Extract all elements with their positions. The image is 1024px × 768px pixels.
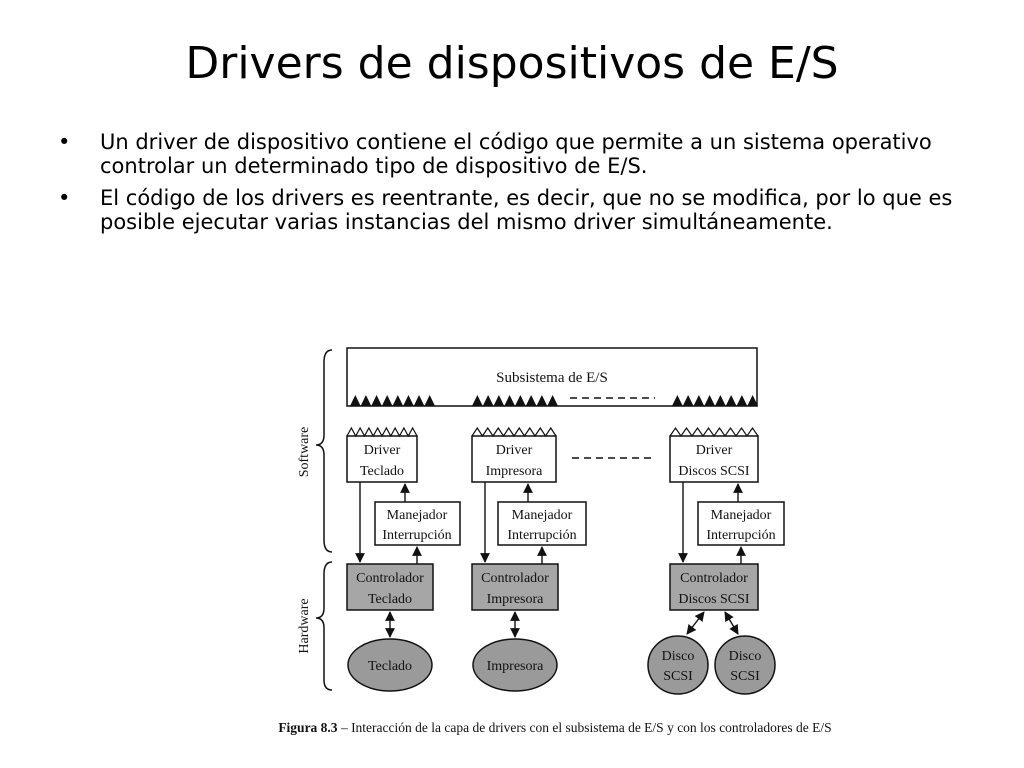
subsystem-tooth (504, 395, 515, 406)
driver-tooth-row (669, 426, 759, 438)
subsystem-tooth (672, 395, 683, 406)
subsystem-tooth (715, 395, 726, 406)
driver-layer-figure: Software Hardware Subsistema de E/S Driv… (210, 340, 900, 745)
bullet-text: Un driver de dispositivo contiene el cód… (100, 130, 932, 178)
controller-keyboard-line2: Teclado (368, 592, 412, 607)
hardware-brace (315, 561, 333, 691)
figure-caption-text: – Interacción de la capa de drivers con … (338, 720, 832, 735)
device-keyboard: Teclado (347, 638, 433, 692)
slide-title: Drivers de dispositivos de E/S (185, 38, 839, 89)
subsystem-tooth (682, 395, 694, 406)
subsystem-tooth (472, 395, 483, 406)
driver-keyboard-box: Driver Teclado (346, 435, 418, 483)
subsystem-tooth (381, 395, 393, 406)
subsystem-tooth (371, 395, 382, 406)
controller-scsi-line1: Controlador (680, 571, 748, 586)
controller-keyboard-line1: Controlador (356, 571, 424, 586)
subsystem-tooth (392, 395, 404, 406)
handler-scsi-line1: Manejador (711, 508, 772, 523)
subsystem-tooth (482, 395, 494, 406)
bullet-list: • Un driver de dispositivo contiene el c… (58, 130, 958, 242)
controller-keyboard-box: Controlador Teclado (346, 563, 434, 611)
driver-scsi-line1: Driver (696, 443, 733, 458)
software-label: Software (297, 427, 312, 478)
handler-printer-line2: Interrupción (507, 528, 576, 543)
driver-keyboard-line2: Teclado (360, 464, 404, 479)
device-scsi-disk-2: Disco SCSI (714, 635, 776, 695)
device-keyboard-label: Teclado (368, 659, 412, 674)
handler-scsi-box: Manejador Interrupción (697, 501, 785, 546)
driver-connector-teeth (346, 426, 759, 438)
device-disk1-line2: SCSI (663, 669, 693, 684)
controller-scsi-box: Controlador Discos SCSI (669, 563, 759, 611)
subsystem-connector-teeth (350, 395, 758, 406)
arrow-controller-device-disk2 (724, 611, 739, 635)
controller-printer-line2: Impresora (487, 592, 545, 607)
software-brace (315, 349, 333, 553)
subsystem-tooth (704, 395, 715, 406)
bullet-text: El código de los drivers es reentrante, … (100, 186, 953, 234)
controller-scsi-line2: Discos SCSI (678, 592, 750, 607)
subsystem-tooth (536, 395, 548, 406)
subsystem-tooth (725, 395, 737, 406)
handler-keyboard-box: Manejador Interrupción (374, 501, 461, 546)
device-printer: Impresora (472, 638, 558, 692)
controller-printer-line1: Controlador (481, 571, 549, 586)
subsystem-tooth (747, 395, 758, 406)
bullet-marker: • (58, 130, 71, 154)
driver-tooth-row (471, 426, 557, 438)
device-disk2-line1: Disco (729, 649, 762, 664)
subsystem-tooth (424, 395, 435, 406)
controller-printer-box: Controlador Impresora (471, 563, 559, 611)
bullet-item: • Un driver de dispositivo contiene el c… (58, 130, 958, 178)
subsystem-tooth (493, 395, 505, 406)
driver-tooth-row (346, 426, 418, 438)
subsystem-tooth (403, 395, 414, 406)
subsystem-tooth (413, 395, 425, 406)
handler-printer-line1: Manejador (512, 508, 573, 523)
handler-scsi-line2: Interrupción (706, 528, 775, 543)
driver-printer-line1: Driver (496, 443, 533, 458)
arrow-controller-device-disk1 (686, 611, 705, 635)
driver-scsi-box: Driver Discos SCSI (669, 435, 759, 483)
subsystem-tooth (515, 395, 526, 406)
io-subsystem-label: Subsistema de E/S (496, 370, 608, 386)
figure-caption-label: Figura 8.3 (278, 720, 337, 735)
subsystem-tooth (360, 395, 372, 406)
handler-printer-box: Manejador Interrupción (497, 501, 587, 546)
subsystem-tooth (693, 395, 705, 406)
bullet-item: • El código de los drivers es reentrante… (58, 186, 958, 234)
device-disk2-line2: SCSI (730, 669, 760, 684)
subsystem-tooth (547, 395, 558, 406)
subsystem-tooth (525, 395, 537, 406)
handler-keyboard-line1: Manejador (387, 508, 448, 523)
hardware-label: Hardware (297, 598, 312, 653)
device-printer-label: Impresora (487, 659, 545, 674)
figure-caption: Figura 8.3 – Interacción de la capa de d… (278, 720, 831, 735)
bullet-marker: • (58, 186, 71, 210)
subsystem-tooth (350, 395, 361, 406)
figure-svg: Software Hardware Subsistema de E/S Driv… (278, 347, 832, 735)
driver-printer-line2: Impresora (486, 464, 544, 479)
driver-printer-box: Driver Impresora (471, 435, 557, 483)
driver-keyboard-line1: Driver (364, 443, 401, 458)
subsystem-tooth (736, 395, 748, 406)
device-disk1-line1: Disco (662, 649, 695, 664)
driver-scsi-line2: Discos SCSI (678, 464, 750, 479)
handler-keyboard-line2: Interrupción (382, 528, 451, 543)
device-scsi-disk-1: Disco SCSI (647, 635, 709, 695)
